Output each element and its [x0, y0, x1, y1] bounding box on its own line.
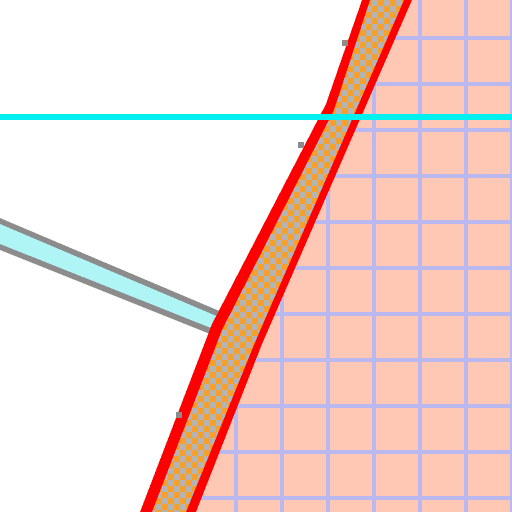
horizontal-guide-line[interactable] [0, 114, 512, 120]
stray-pixel [176, 412, 182, 418]
diagonal-line[interactable] [0, 224, 240, 334]
stray-pixel [298, 142, 304, 148]
stray-pixel [342, 40, 348, 46]
checker-band[interactable] [152, 0, 404, 512]
shaded-region[interactable] [186, 0, 512, 512]
